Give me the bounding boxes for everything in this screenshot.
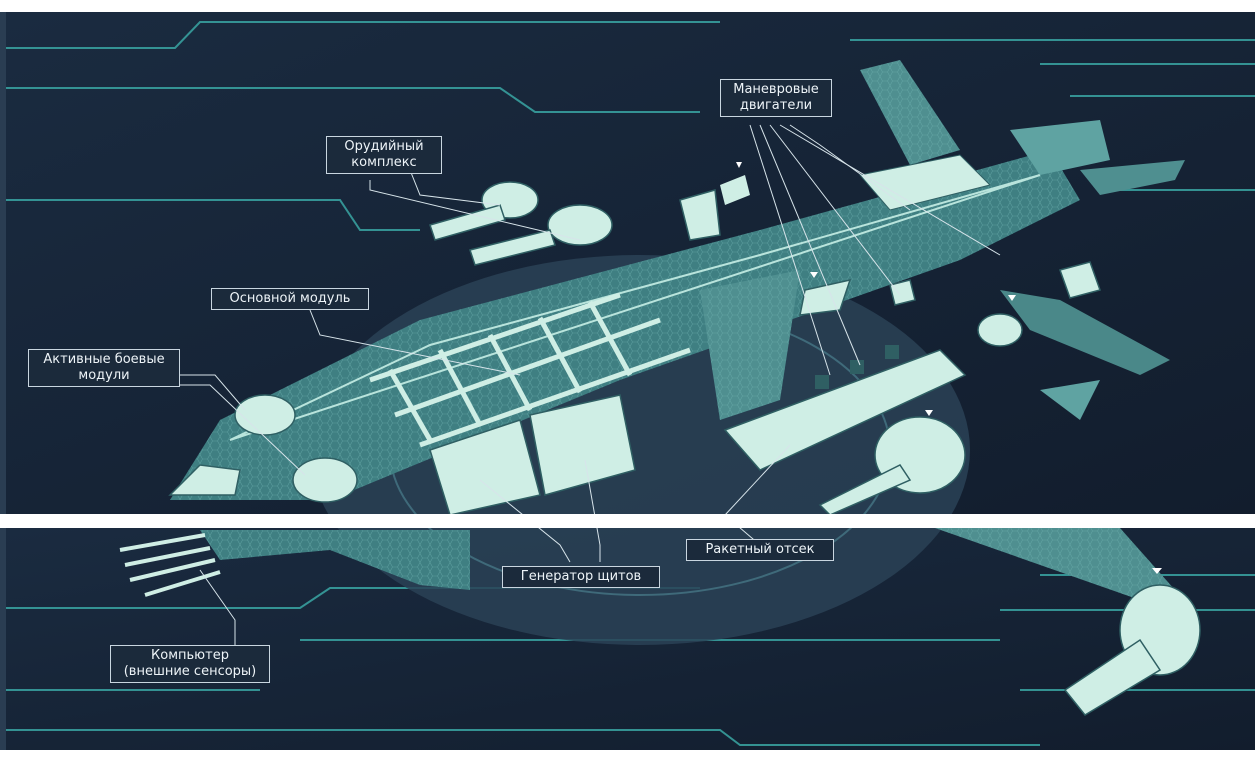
panel-gap — [0, 514, 1255, 528]
label-weapon-complex: Орудийный комплекс — [326, 136, 442, 174]
label-shield-generator-line1: Генератор щитов — [520, 569, 642, 584]
label-main-module: Основной модуль — [211, 288, 369, 310]
label-combat-modules-line2: модули — [78, 368, 130, 383]
label-maneuver-engines: Маневровые двигатели — [720, 79, 832, 117]
label-weapon-complex-line2: комплекс — [351, 155, 417, 170]
label-computer: Компьютер (внешние сенсоры) — [110, 645, 270, 683]
circuit-lines — [6, 21, 1255, 746]
label-combat-modules: Активные боевые модули — [28, 349, 180, 387]
label-computer-line1: Компьютер — [151, 648, 229, 663]
label-missile-bay: Ракетный отсек — [686, 539, 834, 561]
label-combat-modules-line1: Активные боевые — [43, 352, 165, 367]
label-shield-generator: Генератор щитов — [502, 566, 660, 588]
ship-top-panel — [168, 60, 1185, 514]
label-missile-bay-line1: Ракетный отсек — [705, 542, 815, 557]
label-computer-line2: (внешние сенсоры) — [123, 664, 257, 679]
label-maneuver-engines-line2: двигатели — [739, 98, 813, 113]
label-weapon-complex-line1: Орудийный — [344, 139, 424, 154]
label-maneuver-engines-line1: Маневровые — [733, 82, 819, 97]
label-main-module-line1: Основной модуль — [229, 291, 351, 306]
leader-lines — [180, 124, 1001, 645]
